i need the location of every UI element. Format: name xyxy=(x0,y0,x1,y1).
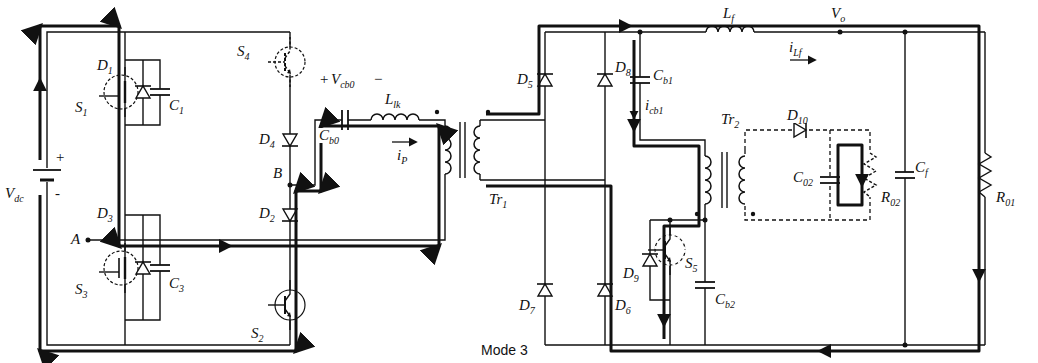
transformer-winding xyxy=(472,126,481,174)
transformer-winding xyxy=(444,126,453,174)
component-label: D3 xyxy=(96,206,114,221)
component-label: R02 xyxy=(880,190,901,205)
component-label: S2 xyxy=(250,326,265,341)
path-arrows xyxy=(40,26,979,351)
current-arrows xyxy=(392,60,815,142)
diode-symbol xyxy=(135,262,151,274)
component-label: B xyxy=(272,166,283,181)
polarity-dots xyxy=(435,110,755,216)
inductor-symbol xyxy=(371,112,419,121)
capacitor-symbol xyxy=(695,282,715,288)
component-label: Llk xyxy=(384,92,402,107)
component-label: D10 xyxy=(786,108,809,123)
current-path xyxy=(40,26,979,351)
component-label: - xyxy=(54,186,61,201)
component-label: R01 xyxy=(995,190,1016,205)
resistor-symbol xyxy=(863,153,877,197)
component-label: Cb2 xyxy=(714,292,736,307)
component-label: D1 xyxy=(96,58,114,73)
component-label: D5 xyxy=(516,72,534,87)
component-label: D4 xyxy=(258,132,276,147)
component-label: + xyxy=(318,72,330,87)
dashed-wires xyxy=(745,130,870,220)
mosfet-symbol xyxy=(99,243,138,293)
component-label: Cf xyxy=(914,160,929,175)
transformer-winding xyxy=(704,156,713,204)
capacitor-symbol xyxy=(150,89,170,95)
component-label: Lf xyxy=(722,6,735,21)
battery-symbol xyxy=(33,168,61,182)
component-label: Tr1 xyxy=(488,192,508,207)
diode-symbol xyxy=(642,254,658,266)
transistor-symbol xyxy=(268,37,305,87)
junction-dots xyxy=(86,30,908,348)
transformer-winding xyxy=(737,156,746,204)
wires xyxy=(47,32,985,345)
diode-symbol xyxy=(135,86,151,98)
component-label: icb1 xyxy=(644,98,665,113)
component-label: Tr2 xyxy=(720,112,740,127)
component-label: Cb0 xyxy=(318,128,340,143)
component-label: C1 xyxy=(168,98,185,113)
component-label: Vdc xyxy=(4,186,25,201)
component-label: C02 xyxy=(792,170,814,185)
component-label: C3 xyxy=(168,276,185,291)
component-label: S1 xyxy=(74,100,89,115)
component-label: Cb1 xyxy=(652,68,674,83)
diode-symbol xyxy=(597,74,613,86)
component-label: D2 xyxy=(258,206,276,221)
component-label: + xyxy=(54,150,66,165)
component-label: Vo xyxy=(830,6,846,21)
transistor-symbol xyxy=(268,280,305,330)
component-label: D9 xyxy=(622,266,640,281)
component-label: iLf xyxy=(788,40,803,55)
transistor-symbol xyxy=(648,225,685,275)
component-label: D6 xyxy=(614,298,632,313)
figure-caption: Mode 3 xyxy=(480,343,529,357)
component-label: S4 xyxy=(236,44,251,59)
component-label: A xyxy=(70,232,81,247)
component-label: − xyxy=(372,72,384,87)
component-label: S3 xyxy=(74,282,89,297)
component-label: iP xyxy=(396,148,408,163)
component-label: D7 xyxy=(518,298,536,313)
capacitor-symbol xyxy=(895,172,915,178)
component-label: S5 xyxy=(684,256,699,271)
diode-symbol xyxy=(537,284,553,296)
transformer-core xyxy=(460,122,727,208)
component-label: Vcb0 xyxy=(330,72,356,87)
component-label: D8 xyxy=(614,60,632,75)
diode-symbol xyxy=(282,134,298,146)
capacitor-symbol xyxy=(150,265,170,271)
